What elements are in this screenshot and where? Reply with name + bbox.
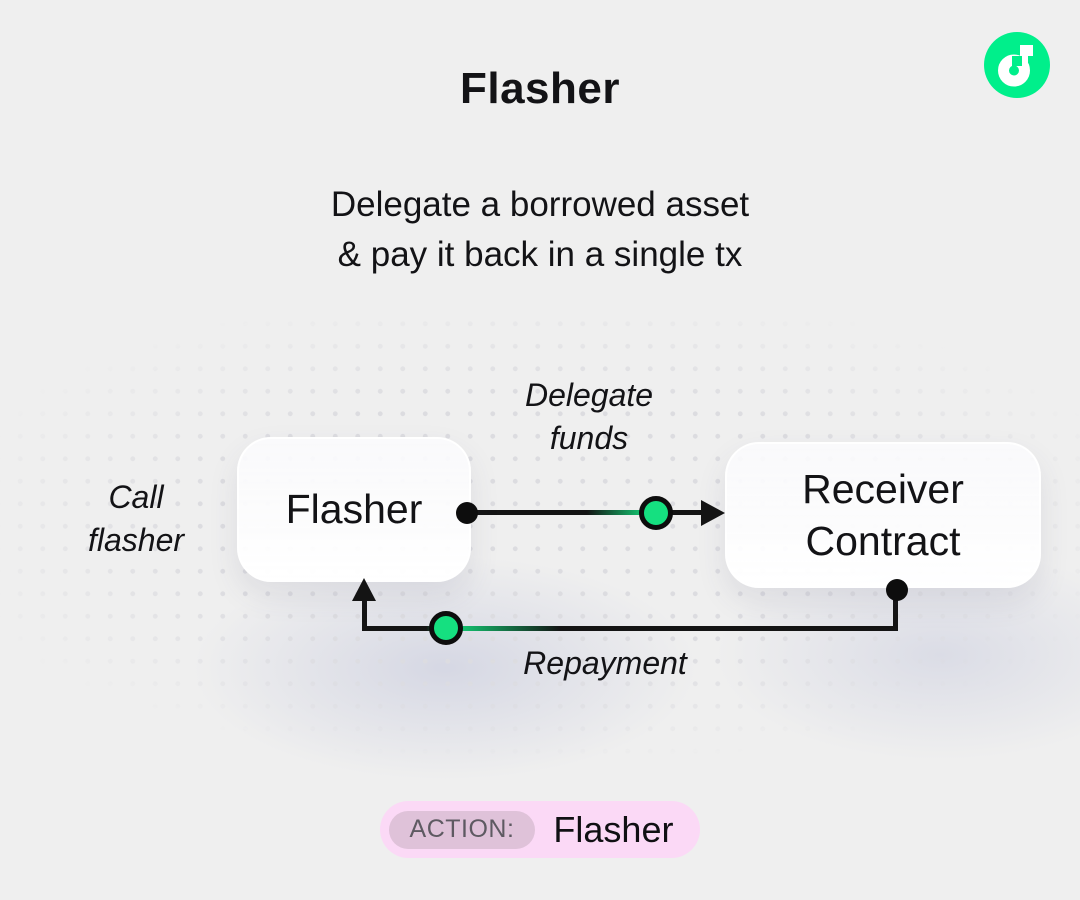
label-call-flasher: Call flasher <box>87 479 185 558</box>
arrow-up-icon <box>352 578 376 601</box>
node-flasher-label: Flasher <box>285 486 423 532</box>
node-receiver-contract: Receiver Contract <box>725 442 1041 588</box>
delegate-token-dot <box>639 496 673 530</box>
arrow-right-icon <box>701 500 725 526</box>
action-chip: ACTION: <box>388 810 536 849</box>
edge-label-repayment: Repayment <box>523 645 687 681</box>
delegate-edge-line <box>467 510 707 515</box>
repayment-edge-line-down <box>893 588 898 631</box>
edge-label-delegate-funds: Delegate funds <box>524 377 654 456</box>
action-chip-label: ACTION: <box>409 815 515 843</box>
repayment-token-dot <box>429 611 463 645</box>
repayment-edge-line-up <box>362 598 367 631</box>
action-badge-row: ACTION: Flasher <box>0 801 1080 858</box>
page-title: Flasher <box>459 64 620 113</box>
delegate-start-dot <box>456 502 478 524</box>
flow-logo-icon <box>984 32 1050 98</box>
node-receiver-label: Receiver Contract <box>802 466 964 564</box>
action-value: Flasher <box>553 808 674 850</box>
page-subtitle: Delegate a borrowed asset & pay it back … <box>330 185 750 274</box>
repayment-start-dot <box>886 579 908 601</box>
node-flasher: Flasher <box>237 437 471 582</box>
action-badge: ACTION: Flasher <box>379 801 701 858</box>
repayment-edge-line <box>362 626 898 631</box>
